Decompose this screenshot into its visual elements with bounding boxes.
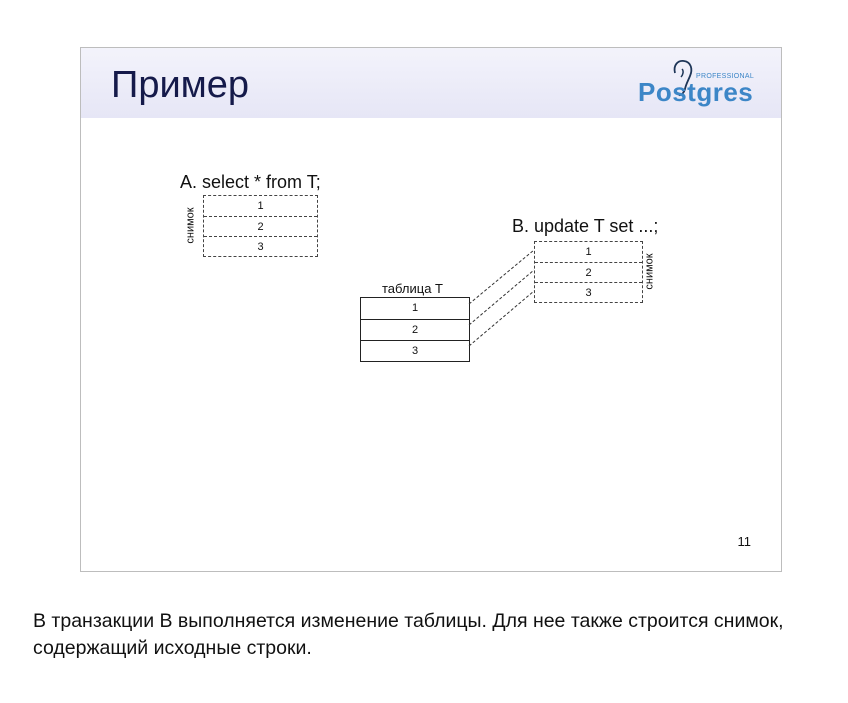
table-t-row: 3	[361, 340, 469, 361]
page-number: 11	[737, 534, 752, 549]
table-t-row: 1	[411, 302, 419, 314]
slide-notes: В транзакции B выполняется изменение таб…	[33, 610, 784, 659]
logo-professional-text: PROFESSIONAL	[696, 73, 755, 80]
table-t: 1 2 3	[360, 297, 470, 362]
snapshot-a-table: 1 2 3	[203, 195, 318, 257]
slide: Пример PROFESSIONAL Postgres A. select *…	[80, 47, 782, 572]
snapshot-connector-lines	[468, 249, 535, 347]
table-t-row: 2	[361, 319, 469, 340]
snapshot-b-table: 1 2 3	[534, 241, 643, 303]
slide-header: Пример PROFESSIONAL Postgres	[81, 48, 781, 118]
snapshot-a-row: 1	[257, 200, 264, 212]
postgres-professional-logo: PROFESSIONAL Postgres	[637, 60, 757, 108]
query-a-label: A. select * from T;	[180, 172, 321, 192]
snapshot-b-row: 1	[585, 246, 592, 258]
query-b-label: B. update T set ...;	[512, 216, 659, 236]
slide-title: Пример	[111, 64, 250, 106]
snapshot-b-row: 3	[535, 282, 642, 302]
elephant-icon	[673, 60, 693, 97]
table-t-label: таблица T	[382, 281, 443, 296]
snapshot-a-row: 3	[204, 236, 317, 256]
logo-wordmark: Postgres	[638, 77, 754, 107]
snapshot-a-row: 2	[204, 216, 317, 236]
snapshot-b-row: 2	[535, 262, 642, 282]
